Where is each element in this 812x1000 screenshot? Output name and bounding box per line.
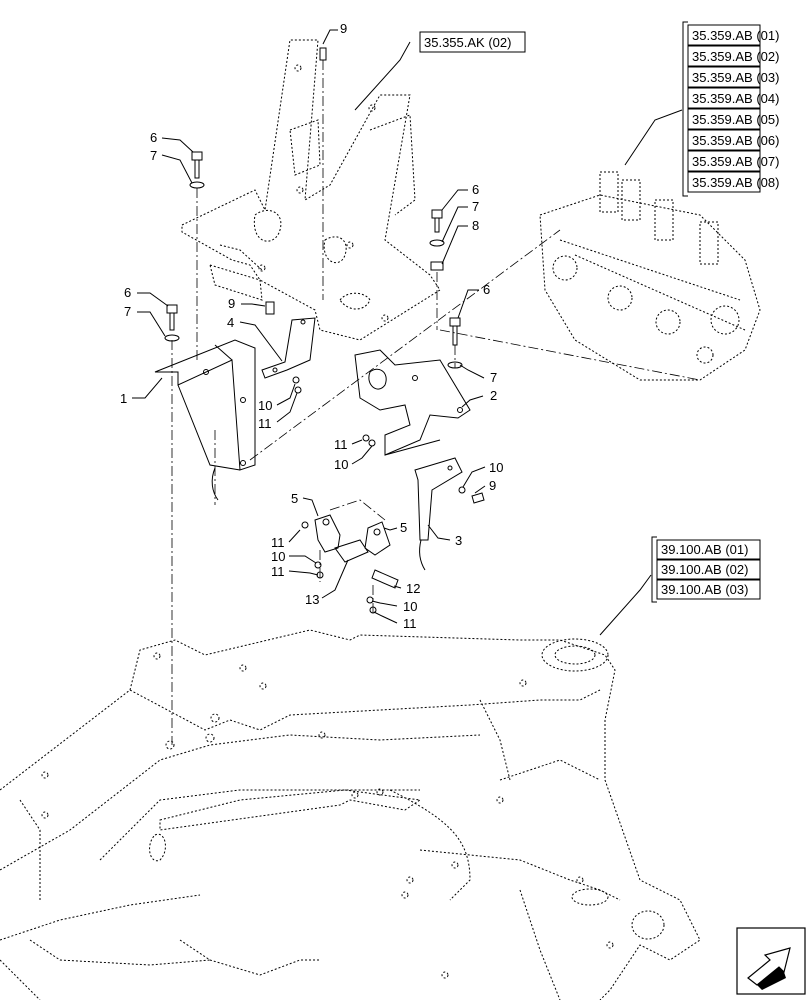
callout-9b: 9 <box>228 296 235 311</box>
ref-top-label: 35.355.AK (02) <box>424 35 511 50</box>
ref-valve-1: 35.359.AB (01) <box>692 28 779 43</box>
callout-11e: 11 <box>403 616 417 631</box>
bracket-1 <box>154 339 256 501</box>
callout-1: 1 <box>120 391 127 406</box>
callout-7c: 7 <box>124 304 131 319</box>
callout-7d: 7 <box>490 370 497 385</box>
leader-lines <box>132 29 683 636</box>
callout-numbers: 9 6 7 6 7 8 6 7 9 4 1 10 11 6 7 2 11 10 … <box>120 21 503 631</box>
ref-valve-3: 35.359.AB (03) <box>692 70 779 85</box>
callout-11a: 11 <box>258 416 272 431</box>
callout-10a: 10 <box>258 398 272 413</box>
callout-3: 3 <box>455 533 462 548</box>
callout-10c: 10 <box>489 460 503 475</box>
reference-frame-group: 39.100.AB (01) 39.100.AB (02) 39.100.AB … <box>651 536 761 603</box>
callout-6a: 6 <box>150 130 157 145</box>
ref-valve-4: 35.359.AB (04) <box>692 91 779 106</box>
upper-support-bracket <box>181 39 441 341</box>
reference-valve-group: 35.359.AB (01) 35.359.AB (02) 35.359.AB … <box>682 21 779 197</box>
callout-6d: 6 <box>483 282 490 297</box>
callout-10e: 10 <box>403 599 417 614</box>
callout-7b: 7 <box>472 199 479 214</box>
ref-frame-3: 39.100.AB (03) <box>661 582 748 597</box>
callout-8: 8 <box>472 218 479 233</box>
ref-valve-2: 35.359.AB (02) <box>692 49 779 64</box>
callout-4: 4 <box>227 315 234 330</box>
reference-top: 35.355.AK (02) <box>419 31 526 53</box>
ref-valve-8: 35.359.AB (08) <box>692 175 779 190</box>
control-valve <box>539 171 761 381</box>
clamp-4 <box>261 317 316 379</box>
callout-11c: 11 <box>271 535 285 550</box>
fasteners <box>164 47 485 614</box>
callout-13: 13 <box>305 592 319 607</box>
main-frame <box>0 629 701 1000</box>
bracket-3 <box>414 457 463 571</box>
callout-5a: 5 <box>291 491 298 506</box>
arrow-icon[interactable] <box>736 927 806 995</box>
callout-9c: 9 <box>489 478 496 493</box>
callout-7a: 7 <box>150 148 157 163</box>
callout-11b: 11 <box>334 437 348 452</box>
callout-10b: 10 <box>334 457 348 472</box>
callout-12: 12 <box>406 581 420 596</box>
ref-frame-2: 39.100.AB (02) <box>661 562 748 577</box>
bracket-2 <box>354 349 471 456</box>
ref-valve-5: 35.359.AB (05) <box>692 112 779 127</box>
callout-9a: 9 <box>340 21 347 36</box>
callout-10d: 10 <box>271 549 285 564</box>
callout-5b: 5 <box>400 520 407 535</box>
callout-11d: 11 <box>271 564 285 579</box>
ref-valve-7: 35.359.AB (07) <box>692 154 779 169</box>
callout-6c: 6 <box>124 285 131 300</box>
callout-2: 2 <box>490 388 497 403</box>
assembly-lines <box>171 60 701 745</box>
ref-valve-6: 35.359.AB (06) <box>692 133 779 148</box>
hinge-assembly <box>314 514 399 589</box>
callout-6b: 6 <box>472 182 479 197</box>
ref-frame-1: 39.100.AB (01) <box>661 542 748 557</box>
